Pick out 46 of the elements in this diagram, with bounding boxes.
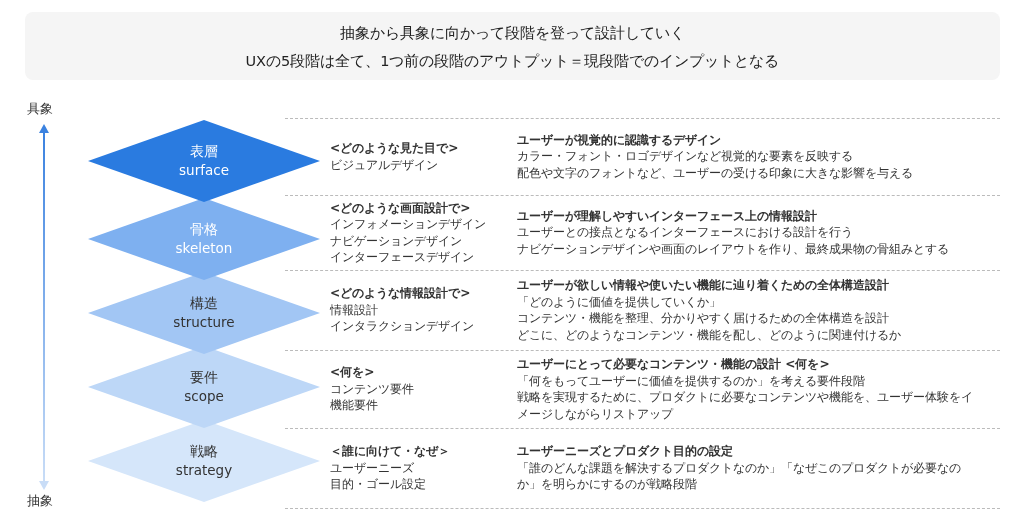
layer-name: skeleton <box>174 239 234 258</box>
description-text: 目的・ゴール設定 <box>330 476 427 493</box>
section-heading: ユーザーが理解しやすいインターフェース上の情報設計 <box>517 207 818 225</box>
layer-name: scope <box>183 387 225 406</box>
layer-name: structure <box>172 313 236 332</box>
description-text: 「何をもってユーザーに価値を提供するのか」を考える要件段階 <box>517 372 866 389</box>
description-text: 戦略を実現するために、プロダクトに必要なコンテンツや機能を、ユーザー体験をイメージしながらリストアップ <box>517 389 974 422</box>
layer-name: 戦略 <box>189 442 219 461</box>
axis-label: 抽象 <box>27 492 53 510</box>
section-heading: ユーザーが視覚的に認識するデザイン <box>517 131 722 149</box>
description-text: 配色や文字のフォントなど、ユーザーの受ける印象に大きな影響を与える <box>517 164 913 182</box>
section-heading: <何を> <box>330 364 376 381</box>
description-text: ナビゲーションデザイン <box>330 232 463 249</box>
description-text: インタラクションデザイン <box>330 318 474 335</box>
layer-name: 要件 <box>189 368 219 387</box>
layer-name: 表層 <box>189 142 219 161</box>
layer-name: 構造 <box>189 294 219 313</box>
section-heading: ＜誰に向けて・なぜ＞ <box>330 443 450 460</box>
description-text: カラー・フォント・ロゴデザインなど視覚的な要素を反映する <box>517 148 854 165</box>
section-heading: <どのような見た目で> <box>330 140 459 157</box>
description-text: コンテンツ・機能を整理、分かりやすく届けるための全体構造を設計 <box>517 310 890 327</box>
subtitle: UXの5段階は全て、1つ前の段階のアウトプット＝現段階でのインプットとなる <box>244 52 781 71</box>
description-text: ユーザーとの接点となるインターフェースにおける設計を行う <box>517 224 854 241</box>
description-text: インターフェースデザイン <box>330 249 475 266</box>
description-text: ナビゲーションデザインや画面のレイアウトを作り、最終成果物の骨組みとする <box>517 240 949 258</box>
section-heading: ユーザーにとって必要なコンテンツ・機能の設計 <何を> <box>517 356 831 373</box>
axis-label: 具象 <box>27 100 53 118</box>
description-text: どこに、どのようなコンテンツ・機能を配し、どのように関連付けるか <box>517 326 901 343</box>
description-text: 「どのように価値を提供していくか」 <box>517 293 722 310</box>
layer-diamond <box>88 120 320 202</box>
layer-diamond <box>88 198 320 280</box>
description-text: ユーザーニーズ <box>330 459 415 477</box>
description-text: 「誰のどんな課題を解決するプロダクトなのか」「なぜこのプロダクトが必要なのか」を明らかにするのが戦略段階 <box>517 459 962 493</box>
layer-name: strategy <box>174 461 234 480</box>
description-text: 機能要件 <box>330 397 379 414</box>
description-text: ビジュアルデザイン <box>330 156 439 173</box>
description-text: 情報設計 <box>330 301 379 319</box>
section-heading: ユーザーが欲しい情報や使いたい機能に辿り着くための全体構造設計 <box>517 277 890 294</box>
section-heading: ユーザーニーズとプロダクト目的の設定 <box>517 443 734 460</box>
layer-name: 骨格 <box>189 220 219 239</box>
section-heading: <どのような画面設計で> <box>330 199 472 216</box>
description-text: コンテンツ要件 <box>330 380 414 398</box>
title: 抽象から具象に向かって段階を登って設計していく <box>339 24 686 43</box>
section-heading: <どのような情報設計で> <box>330 285 472 302</box>
layer-name: surface <box>178 161 230 180</box>
description-text: インフォメーションデザイン <box>330 216 486 233</box>
